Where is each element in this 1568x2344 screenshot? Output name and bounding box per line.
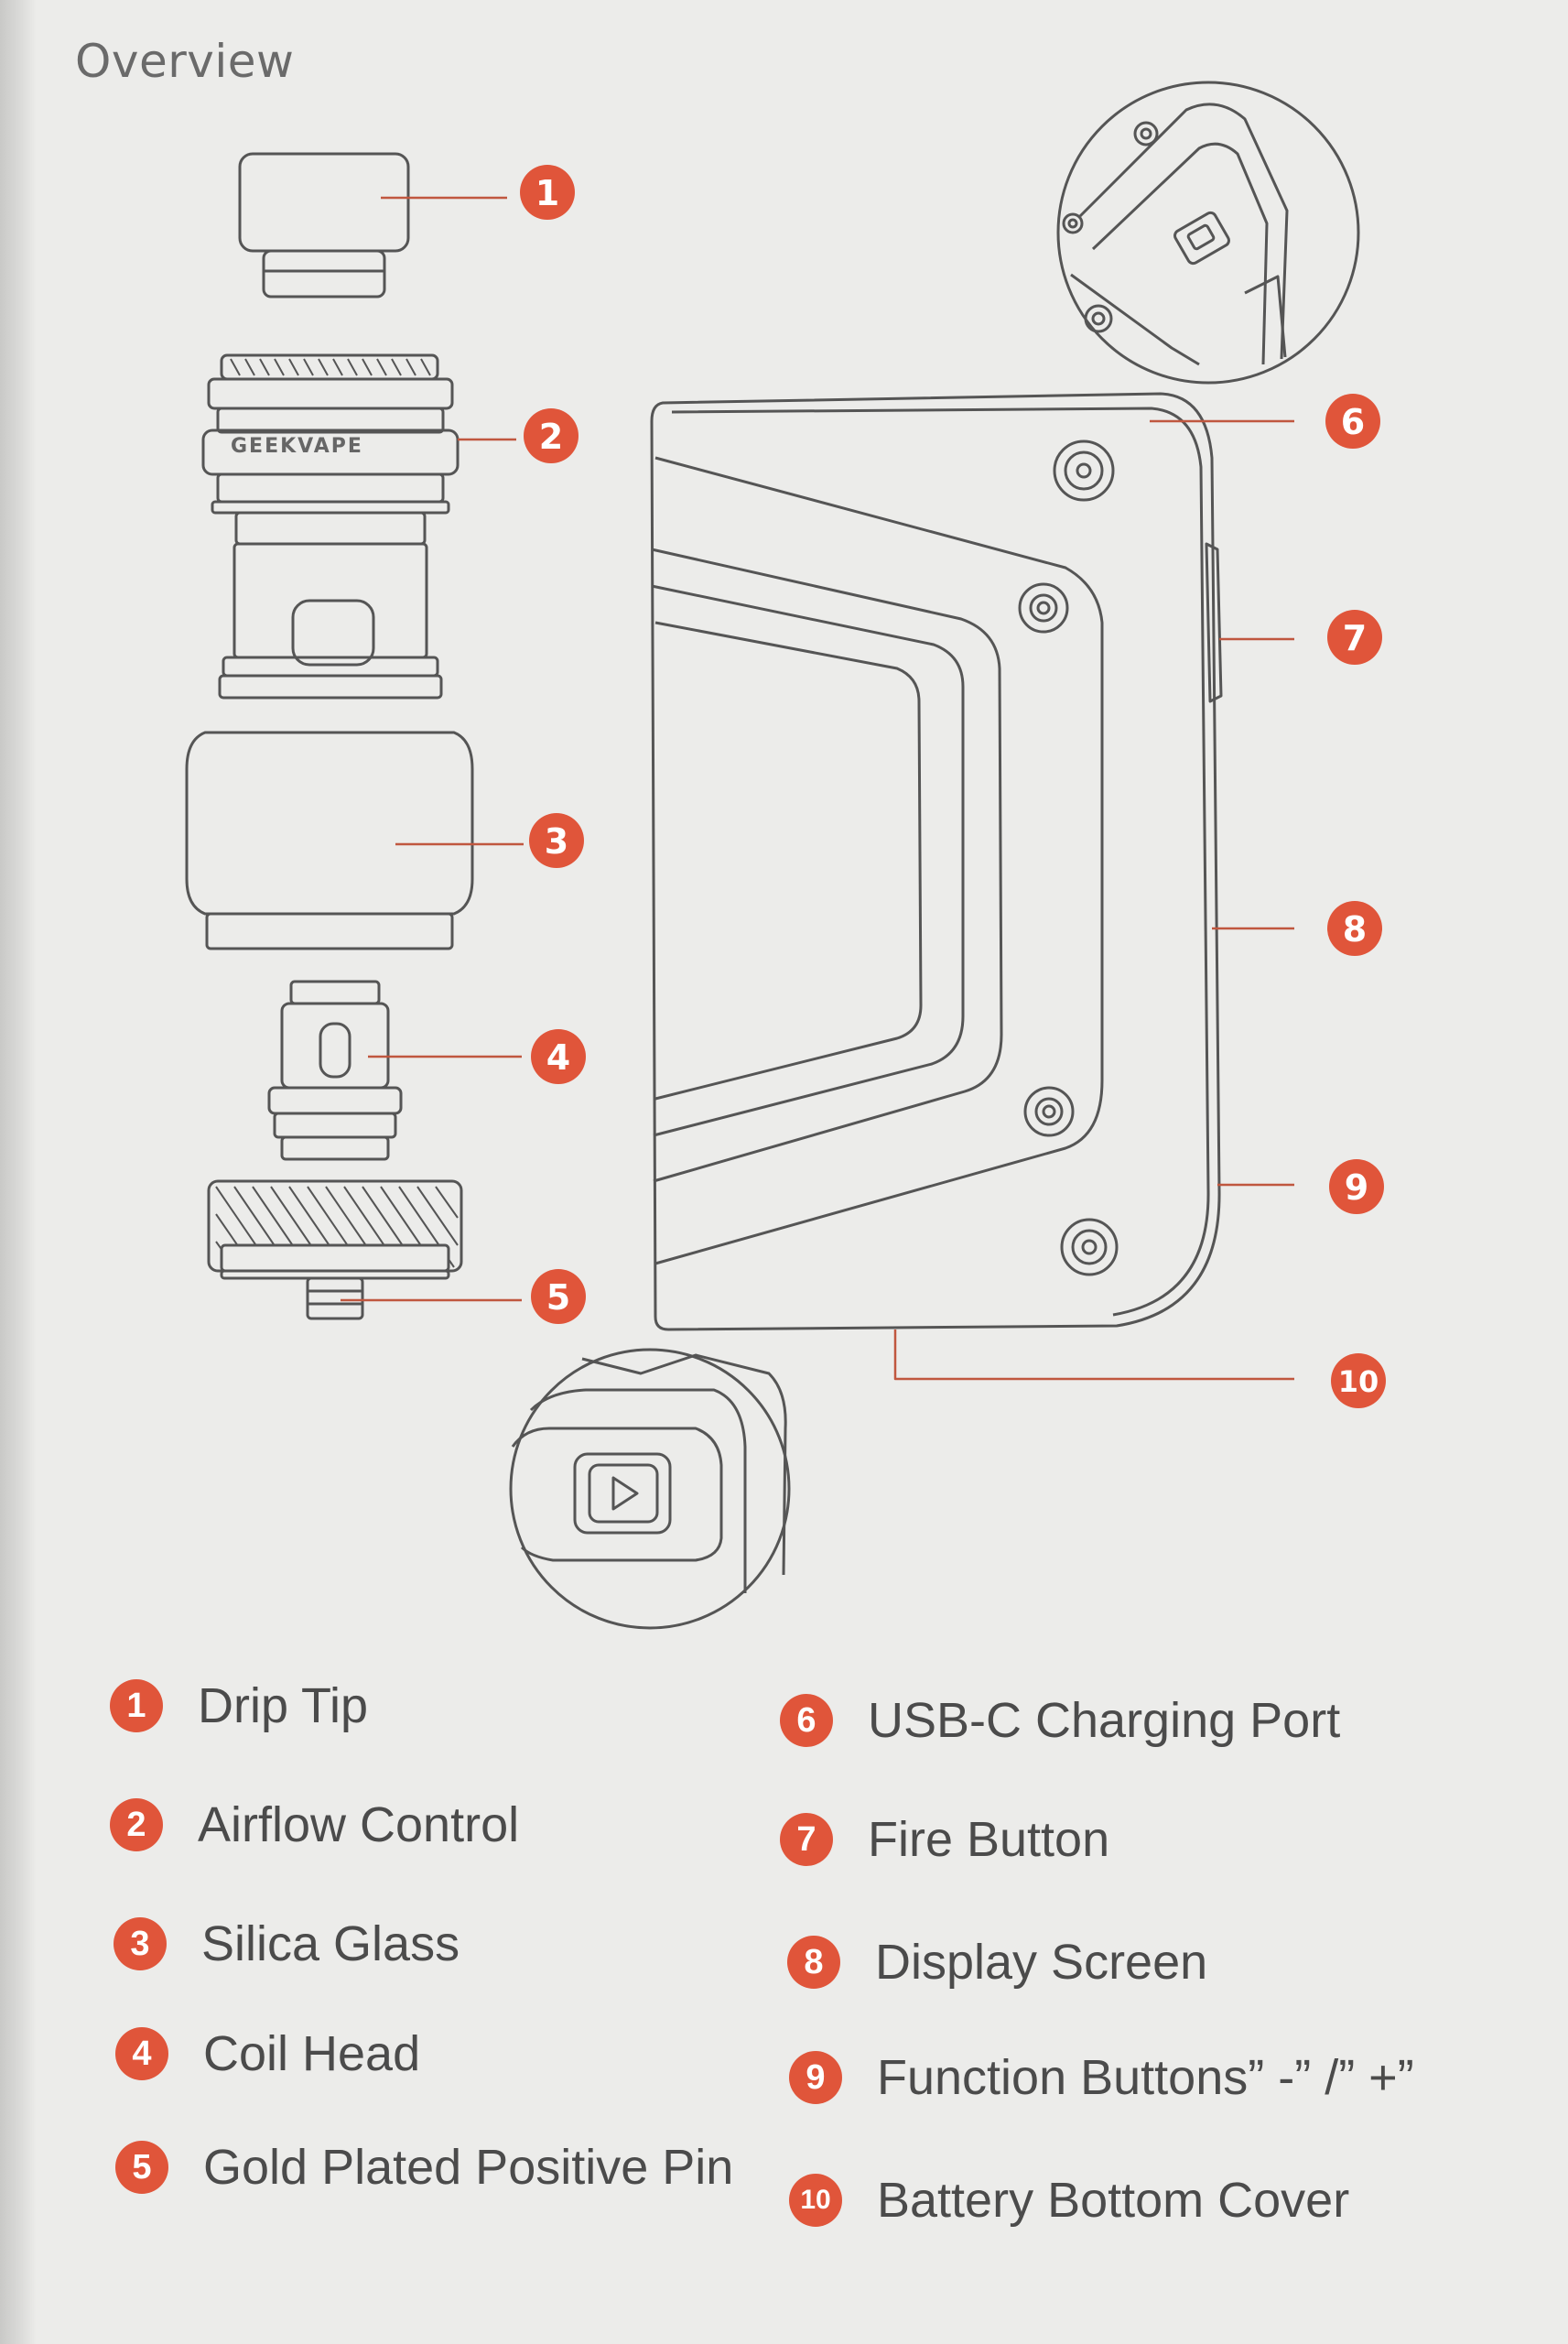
legend-label: Coil Head <box>203 2026 421 2081</box>
callout-2: 2 <box>539 417 563 457</box>
callout-5: 5 <box>546 1277 570 1318</box>
legend-badge: 5 <box>115 2141 168 2194</box>
callout-8: 8 <box>1343 909 1367 950</box>
callout-9: 9 <box>1345 1167 1368 1208</box>
legend-badge: 9 <box>789 2051 842 2104</box>
legend-label: Fire Button <box>868 1812 1110 1867</box>
callout-leader-lines <box>341 196 1294 1381</box>
legend-label: Function Buttons” -” /” +” <box>877 2050 1414 2105</box>
legend-item-usb-c-port: 6 USB-C Charging Port <box>780 1692 1340 1749</box>
legend-item-battery-cover: 10 Battery Bottom Cover <box>789 2172 1349 2229</box>
legend-label: Drip Tip <box>198 1678 369 1733</box>
legend-item-silica-glass: 3 Silica Glass <box>114 1915 460 1972</box>
legend-badge: 3 <box>114 1917 167 1970</box>
coil-head-drawing <box>267 980 403 1161</box>
drip-tip-drawing <box>238 152 410 298</box>
legend-label: Airflow Control <box>198 1797 520 1852</box>
legend-item-positive-pin: 5 Gold Plated Positive Pin <box>115 2139 733 2196</box>
legend-item-drip-tip: 1 Drip Tip <box>110 1677 368 1734</box>
silica-glass-drawing <box>185 731 474 950</box>
legend-item-airflow-control: 2 Airflow Control <box>110 1796 519 1853</box>
legend-badge: 10 <box>789 2174 842 2227</box>
brand-logo: GEEKVAPE <box>231 435 363 458</box>
legend-badge: 1 <box>110 1679 163 1732</box>
legend-badge: 7 <box>780 1813 833 1866</box>
legend-item-function-buttons: 9 Function Buttons” -” /” +” <box>789 2049 1414 2106</box>
callout-3: 3 <box>545 821 568 862</box>
legend-item-coil-head: 4 Coil Head <box>115 2025 420 2082</box>
airflow-control-drawing <box>201 353 460 515</box>
callout-1: 1 <box>535 173 559 213</box>
legend-label: USB-C Charging Port <box>868 1693 1341 1748</box>
legend-label: Gold Plated Positive Pin <box>203 2140 734 2195</box>
legend-label: Battery Bottom Cover <box>877 2173 1350 2228</box>
legend-item-display-screen: 8 Display Screen <box>787 1934 1207 1991</box>
mod-body-drawing <box>650 392 1223 1331</box>
tank-base-drawing <box>207 1179 463 1320</box>
fire-button-detail-drawing <box>509 1348 791 1630</box>
chimney-section-drawing <box>218 511 443 700</box>
exploded-diagram: GEEKVAPE <box>185 81 1386 1630</box>
callout-10: 10 <box>1338 1364 1379 1399</box>
page-edge-shadow <box>0 0 37 2344</box>
usb-port-detail-drawing <box>1056 81 1360 385</box>
callout-numbers: 1 2 3 4 5 6 7 8 9 10 <box>535 173 1379 1399</box>
callout-6: 6 <box>1341 402 1365 442</box>
callout-badges <box>520 165 1386 1408</box>
callout-7: 7 <box>1343 618 1367 658</box>
legend-item-fire-button: 7 Fire Button <box>780 1811 1109 1868</box>
legend-badge: 8 <box>787 1936 840 1989</box>
legend-badge: 4 <box>115 2027 168 2080</box>
legend-label: Display Screen <box>875 1935 1208 1990</box>
legend-badge: 2 <box>110 1798 163 1851</box>
page-title: Overview <box>75 35 295 88</box>
callout-4: 4 <box>546 1037 570 1078</box>
legend-label: Silica Glass <box>201 1916 460 1971</box>
legend-badge: 6 <box>780 1694 833 1747</box>
